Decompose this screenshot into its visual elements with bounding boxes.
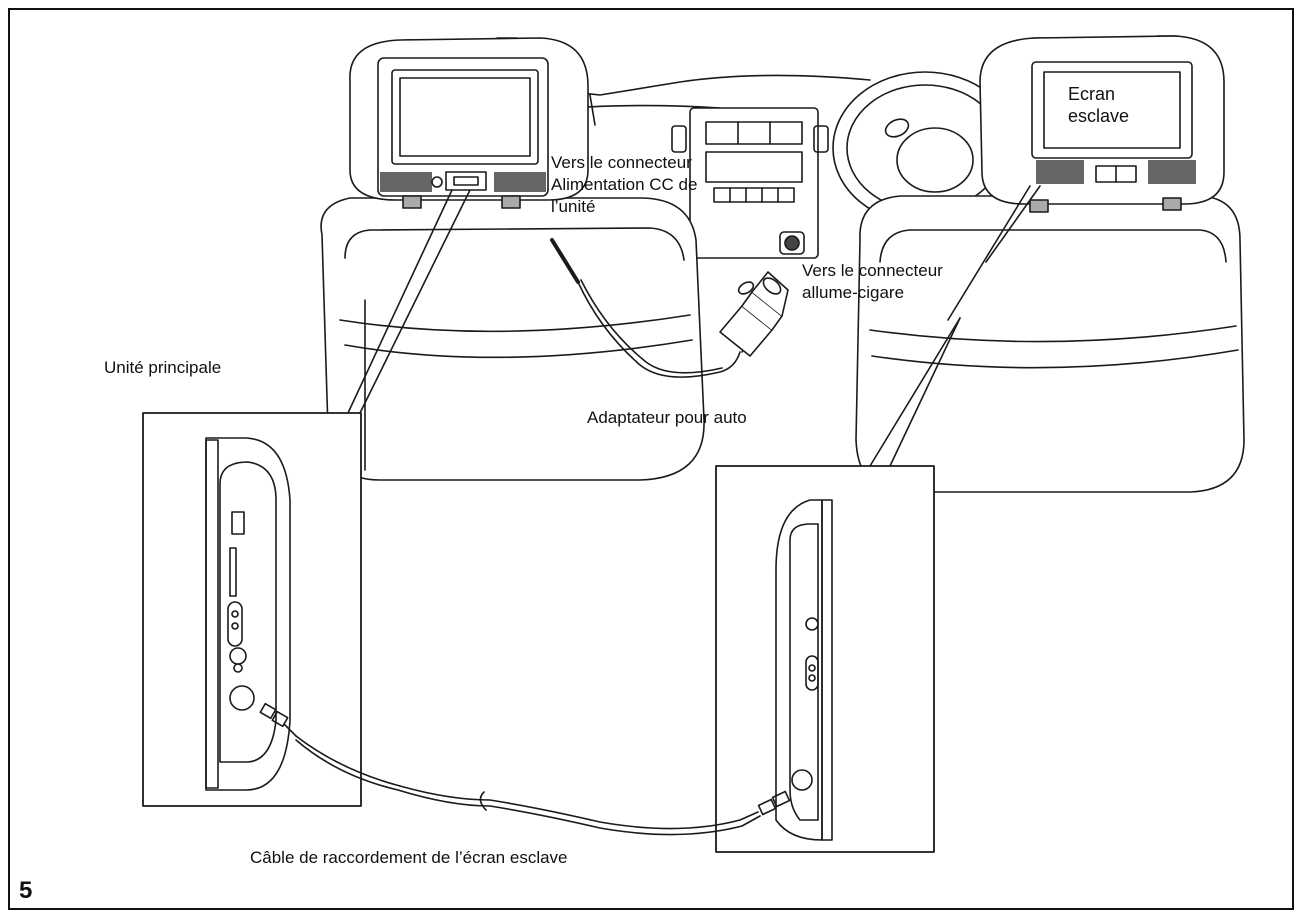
figure-number: 5 <box>19 877 33 904</box>
cable-label: Câble de raccordement de l’écran esclave <box>250 848 568 867</box>
connection-cable <box>295 735 761 836</box>
slave-screen-zoom-box <box>715 465 935 853</box>
lighter-connector-label-line2: allume-cigare <box>802 283 905 302</box>
right-seat <box>855 195 1245 493</box>
dc-connector-label-line2: Alimentation CC de <box>551 175 698 194</box>
slave-screen-side-view <box>757 499 833 841</box>
figure-frame <box>8 8 1294 910</box>
right-headrest <box>979 35 1225 213</box>
leader-lines <box>347 185 1041 467</box>
slave-screen-label-line2: esclave <box>1068 106 1130 126</box>
car-adapter-label: Adaptateur pour auto <box>587 408 747 427</box>
left-headrest <box>349 37 589 209</box>
dashboard <box>469 74 871 259</box>
car-adapter-icon <box>719 271 789 357</box>
main-unit-label: Unité principale <box>104 358 222 377</box>
slave-screen-label-line1: Ecran <box>1068 84 1116 104</box>
dc-connector-label-line3: l’unité <box>551 197 596 216</box>
left-seat <box>320 197 705 481</box>
dc-connector-label-line1: Vers le connecteur <box>551 153 692 172</box>
main-unit-side-view <box>205 437 297 791</box>
lighter-connector-label-line1: Vers le connecteur <box>802 261 943 280</box>
